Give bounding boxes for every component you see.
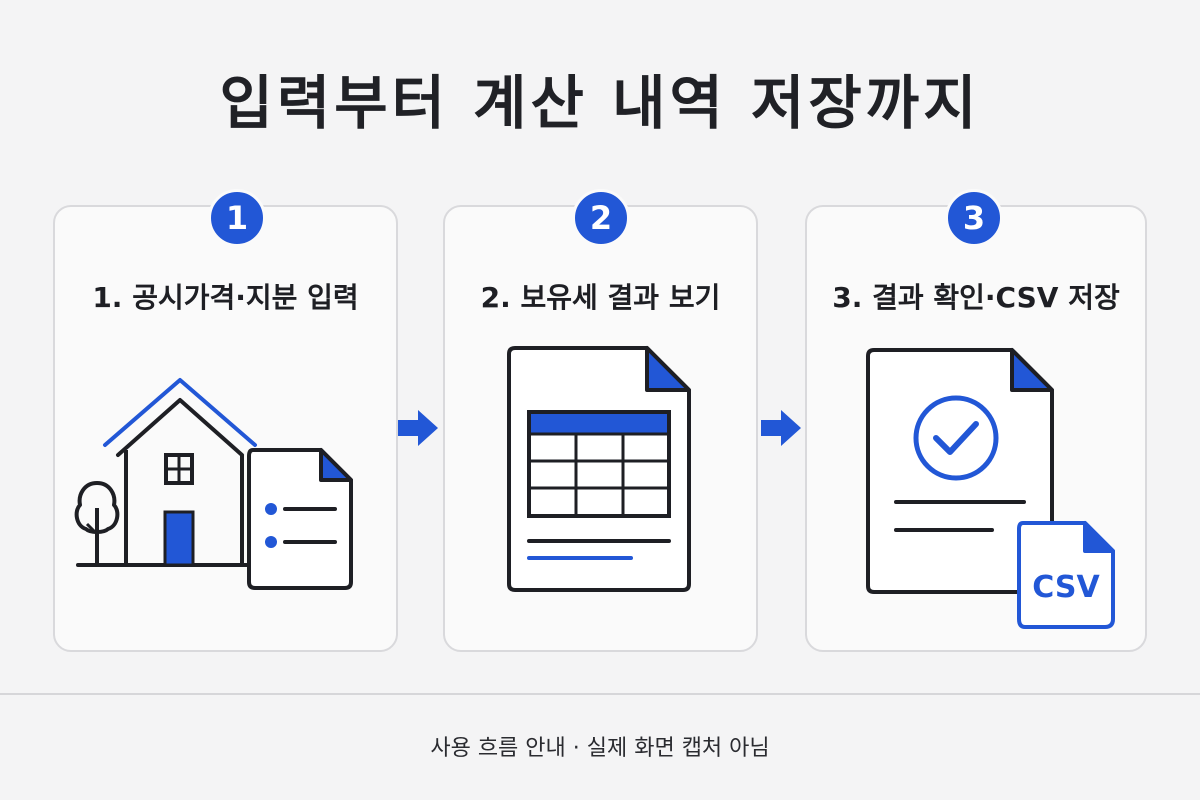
step-number-badge-3: 3 xyxy=(945,189,1003,247)
step-label-3: 3. 결과 확인·CSV 저장 xyxy=(832,281,1120,314)
house-icon xyxy=(76,378,260,567)
csv-file-icon: CSV xyxy=(1017,521,1115,629)
step-number-badge-2: 2 xyxy=(572,189,630,247)
arrow-right-icon xyxy=(398,410,438,446)
document-check-icon xyxy=(866,348,1054,594)
csv-badge-text: CSV xyxy=(1032,570,1100,605)
footer-divider xyxy=(0,693,1200,695)
footer-note: 사용 흐름 안내 · 실제 화면 캡처 아님 xyxy=(430,736,770,761)
step-number-badge-1: 1 xyxy=(208,189,266,247)
step-label-2: 2. 보유세 결과 보기 xyxy=(480,281,721,314)
tree-icon xyxy=(74,481,120,565)
document-list-icon xyxy=(247,448,353,590)
arrow-right-icon xyxy=(761,410,801,446)
page-title: 입력부터 계산 내역 저장까지 xyxy=(219,69,981,137)
document-table-icon xyxy=(507,346,691,592)
step-label-1: 1. 공시가격·지분 입력 xyxy=(92,281,359,314)
